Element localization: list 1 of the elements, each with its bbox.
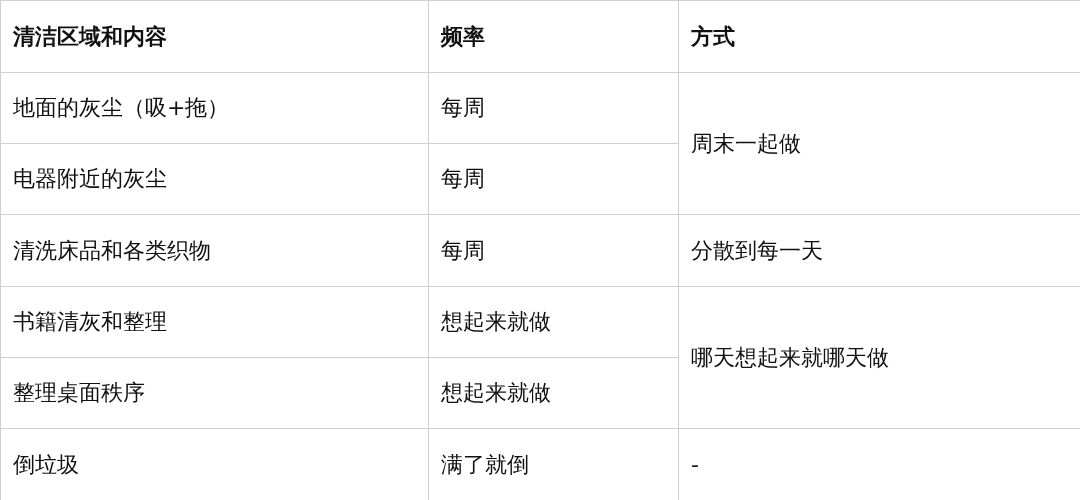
- header-cell: 清洁区域和内容: [0, 0, 429, 73]
